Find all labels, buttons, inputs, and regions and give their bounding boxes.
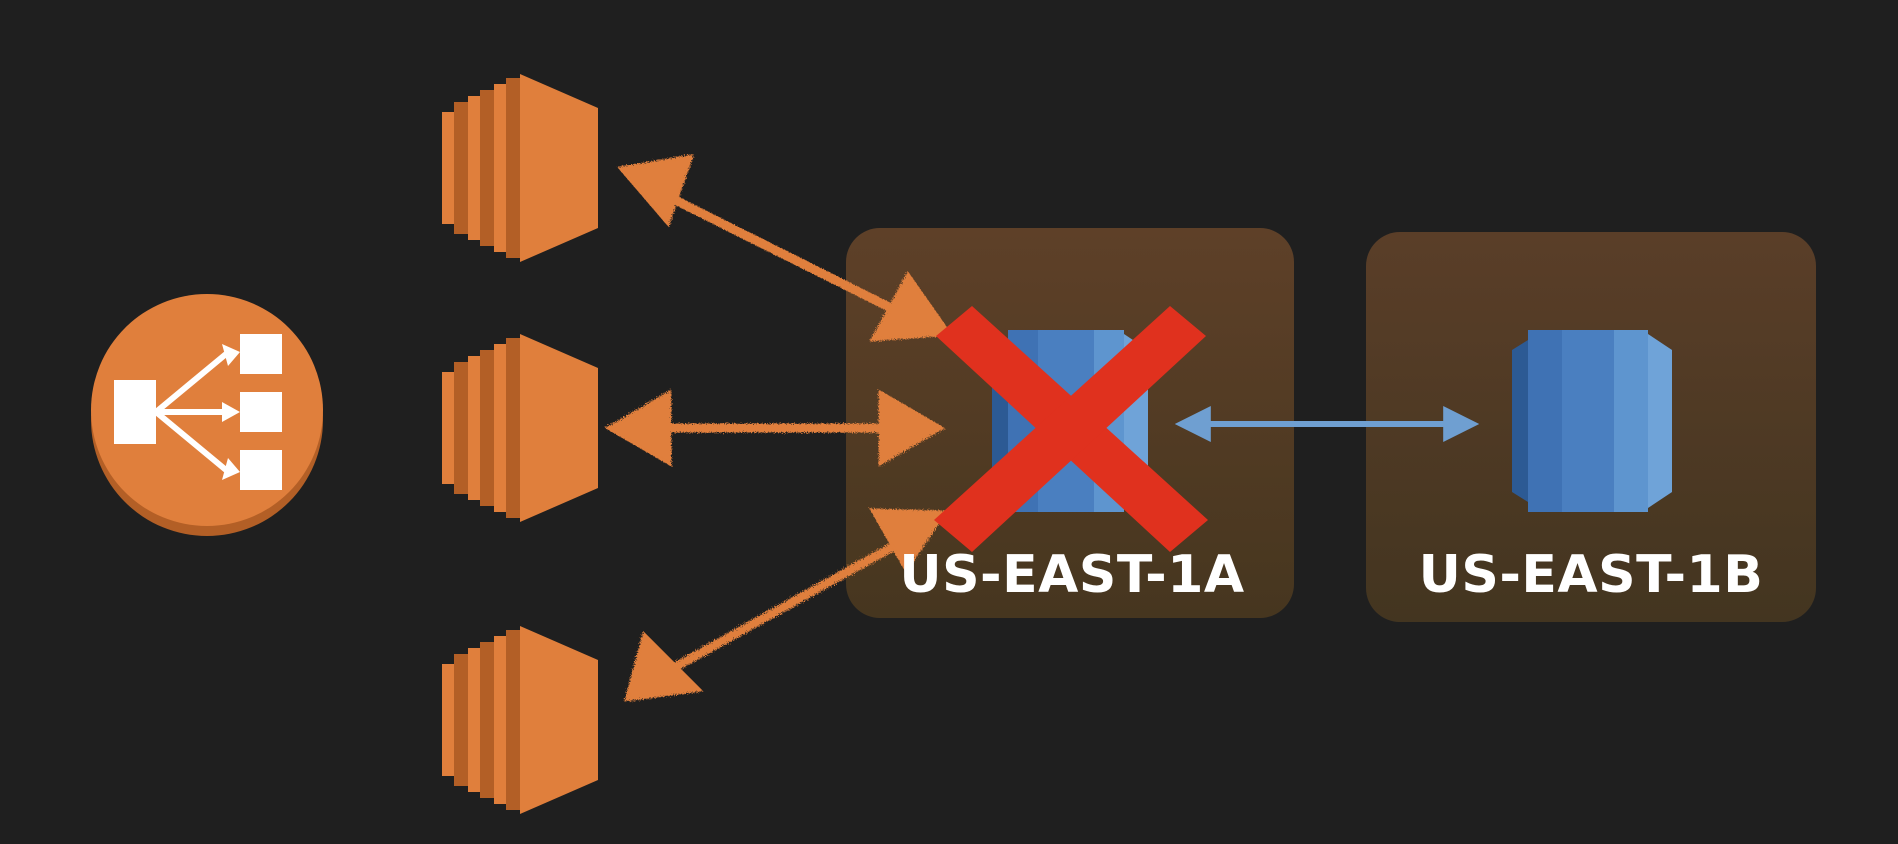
instance-connections [605, 154, 953, 702]
connection-arrow-top [617, 154, 953, 342]
zone-b-label: US-EAST-1B [1419, 545, 1764, 605]
ec2-instance-icon-2 [442, 334, 598, 522]
failure-x-icon [934, 306, 1208, 552]
connection-arrow-middle [605, 389, 945, 467]
ec2-instance-icon-3 [442, 626, 598, 814]
ec2-instance-icon-1 [442, 74, 598, 262]
load-balancer-icon [91, 294, 323, 536]
zone-a-label: US-EAST-1A [899, 545, 1244, 605]
rds-database-icon-standby [1512, 330, 1672, 512]
connection-arrow-bottom [623, 508, 948, 702]
